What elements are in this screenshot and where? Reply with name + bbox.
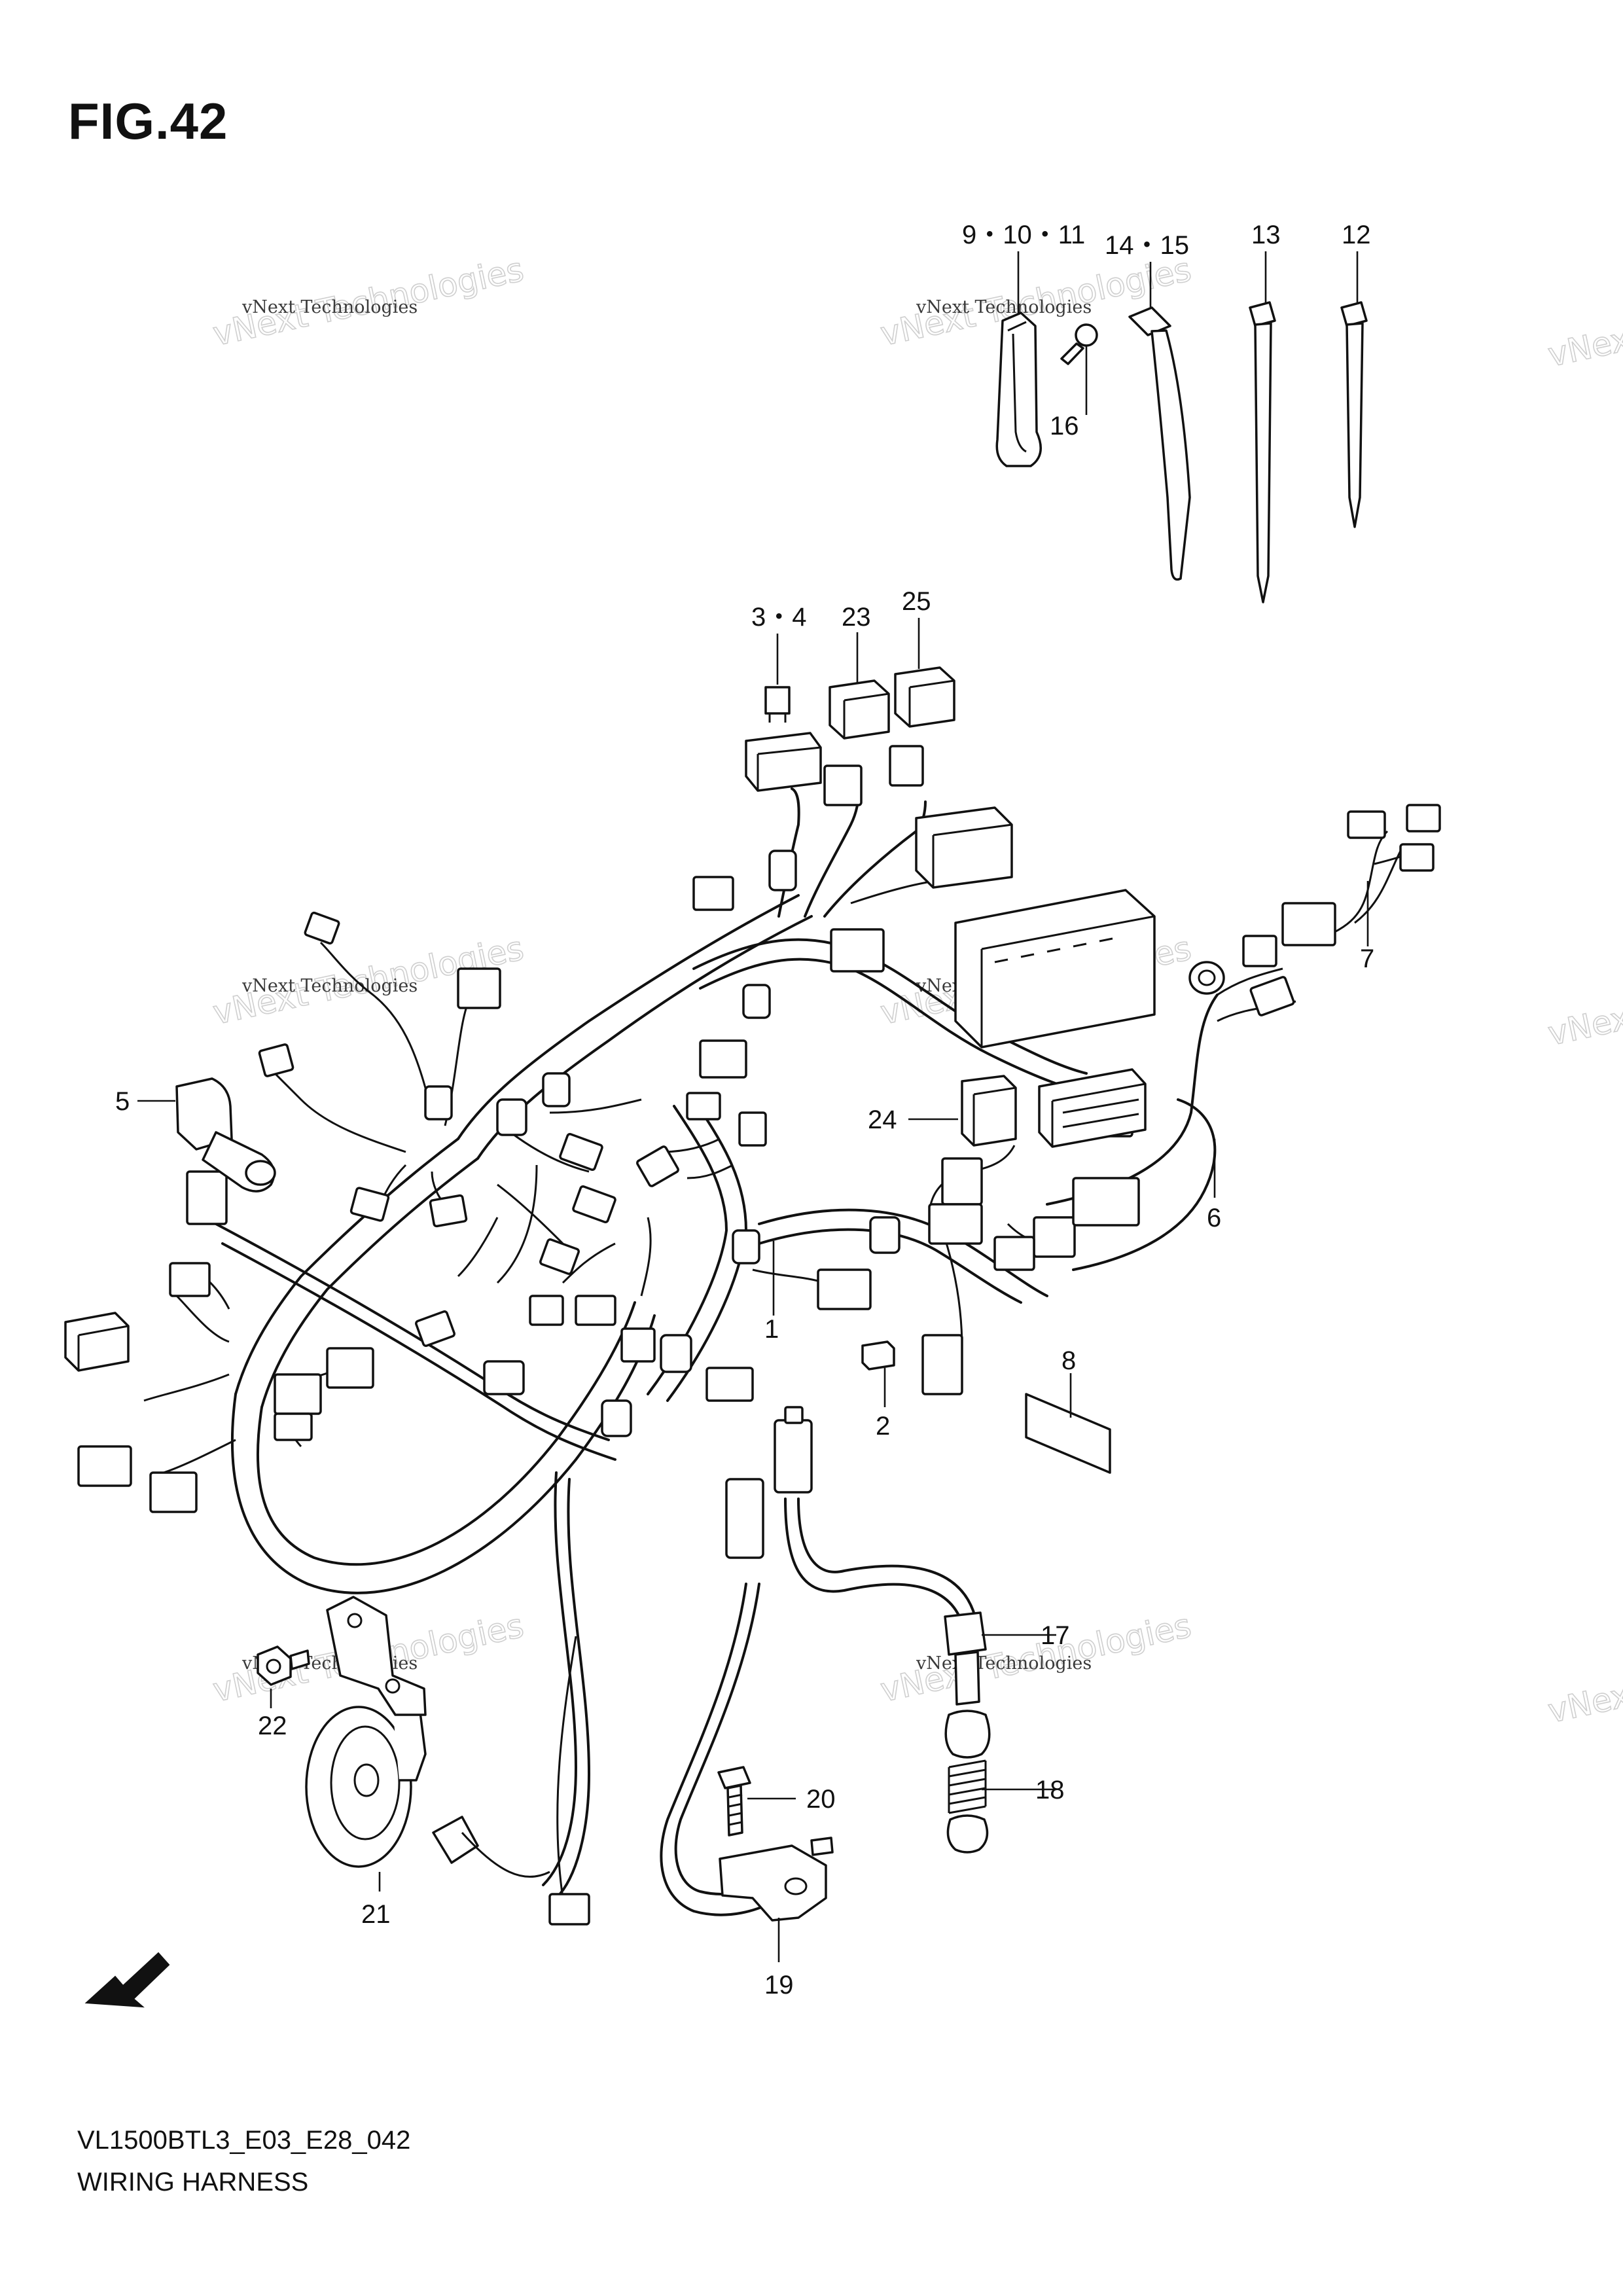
ecu-connector (954, 889, 1156, 1049)
relay-25 (894, 666, 955, 728)
fuse-box (745, 732, 822, 792)
callout-5: 5 (115, 1087, 130, 1116)
callout-1: 1 (764, 1315, 779, 1344)
watermark-group: vNext Technologies vNext Technologies vN… (209, 250, 1623, 1731)
svg-text:vNext Technologies: vNext Technologies (241, 976, 418, 996)
switch-19 (660, 1478, 834, 1922)
cable-tie-14-15 (1128, 306, 1191, 581)
callout-21: 21 (361, 1900, 391, 1929)
callout-13: 13 (1251, 221, 1281, 249)
callout-9-10-11: 9・10・11 (962, 221, 1085, 249)
harness-connectors (258, 745, 1441, 1402)
clamp-9-10-11 (995, 312, 1042, 467)
svg-text:vNext Technologies: vNext Technologies (241, 297, 418, 317)
fuse-3-4 (764, 686, 791, 723)
left-connectors (77, 1170, 374, 1513)
fwd-arrow-icon: FWD (84, 1952, 170, 2008)
fuse-relay-block (915, 806, 1013, 889)
spring-18 (946, 1759, 989, 1854)
callout-18: 18 (1035, 1776, 1065, 1804)
screw-16 (1060, 323, 1098, 365)
relay-23 (829, 679, 890, 740)
main-connector-block (1038, 1068, 1147, 1148)
callout-16: 16 (1050, 412, 1079, 440)
watermark: vNext Technologies (1544, 950, 1623, 1054)
svg-text:vNext Technologies: vNext Technologies (1544, 950, 1623, 1053)
diagram-code: VL1500BTL3_E03_E28_042 (77, 2126, 411, 2155)
watermark: vNext Technologies vNext Technologies (877, 1606, 1195, 1710)
callout-19: 19 (764, 1971, 794, 2000)
harness-clamps (424, 850, 1225, 1437)
switch-17 (774, 1406, 991, 1759)
cable-tie-12 (1340, 301, 1368, 528)
connector-2 (861, 1340, 895, 1371)
horn-21 (305, 1596, 590, 1926)
callout-20: 20 (806, 1785, 836, 1814)
callout-23: 23 (842, 603, 871, 632)
callout-17: 17 (1041, 1621, 1070, 1650)
callout-8: 8 (1061, 1346, 1076, 1375)
callout-numbers: 9・10・11 14・15 13 12 16 3・4 23 25 7 5 24 … (115, 221, 1374, 2000)
callout-22: 22 (258, 1712, 287, 1740)
left-multi-connector (64, 1312, 130, 1372)
callout-24: 24 (868, 1105, 897, 1134)
callout-12: 12 (1342, 221, 1371, 249)
callout-3-4: 3・4 (751, 603, 807, 632)
callout-2: 2 (876, 1412, 890, 1441)
svg-text:vNext Technologies: vNext Technologies (916, 297, 1092, 317)
callout-6: 6 (1207, 1204, 1221, 1232)
label-plate-8 (1025, 1393, 1111, 1474)
watermark: vNext Technologies vNext Technologies (209, 250, 527, 354)
watermark: vNext Technologies (1544, 1627, 1623, 1731)
svg-text:vNext Technologies: vNext Technologies (1544, 272, 1623, 374)
figure-title: FIG.42 (68, 92, 228, 150)
sensor-5 (175, 1077, 276, 1193)
leader-lines (137, 251, 1369, 1962)
callout-7: 7 (1360, 944, 1374, 973)
watermark: vNext Technologies (1544, 271, 1623, 375)
svg-text:vNext Technologies: vNext Technologies (916, 1653, 1092, 1674)
bolt-20 (717, 1766, 751, 1837)
diagram-subtitle: WIRING HARNESS (77, 2168, 309, 2197)
relay-24 (961, 1075, 1017, 1147)
svg-text:vNext Technologies: vNext Technologies (1544, 1628, 1623, 1731)
nut-22 (257, 1645, 310, 1686)
cable-tie-13 (1249, 301, 1276, 603)
callout-14-15: 14・15 (1105, 231, 1189, 260)
callout-25: 25 (902, 587, 931, 616)
